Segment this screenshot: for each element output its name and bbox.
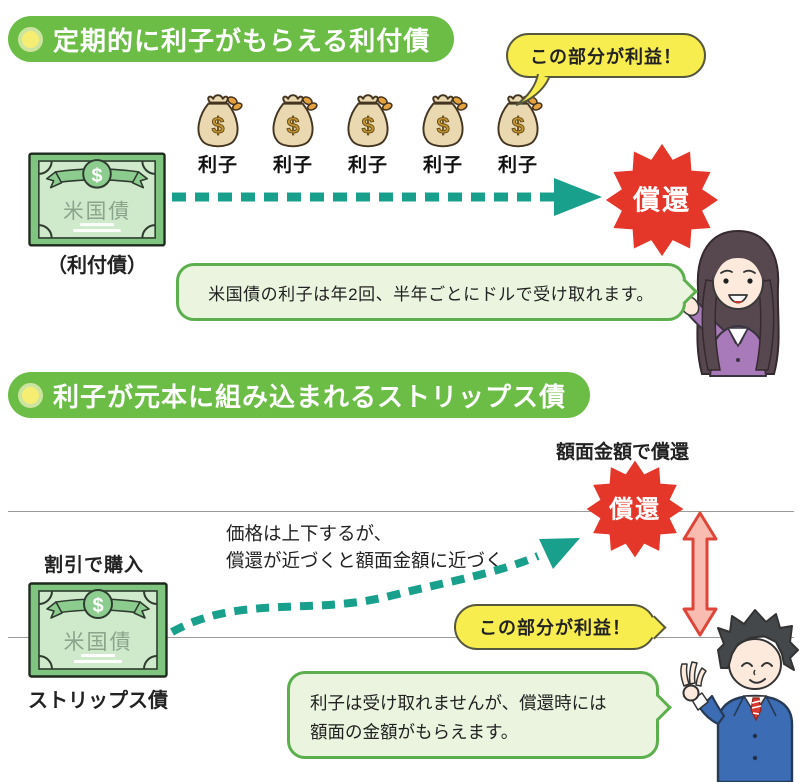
note1-caption: （利付債）: [47, 255, 147, 277]
speech-bubble-coupon-text: 米国債の利子は年2回、半年ごとにドルで受け取れます。: [208, 284, 654, 304]
dollar-symbol: $: [212, 113, 225, 139]
price-note: 価格は上下するが、 償還が近づくと額面金額に近づく: [226, 520, 504, 574]
purchase-label: 割引で購入: [44, 555, 145, 576]
note-title: 米国債: [63, 200, 131, 223]
money-bag-2: $ 利子: [266, 90, 320, 177]
money-bag-icon: $: [497, 94, 543, 148]
profit-bubble-2-text: この部分が利益！: [479, 618, 631, 638]
dollar-symbol: $: [287, 113, 300, 139]
speech-bubble-strips-line1: 利子は受け取れませんが、償還時には: [310, 693, 607, 713]
profit-bubble-2: この部分が利益！: [454, 604, 656, 650]
redemption-text: 償還: [632, 186, 691, 216]
redemption-text: 償還: [608, 495, 661, 523]
dollar-symbol: $: [92, 165, 103, 187]
dollar-symbol: $: [362, 113, 375, 139]
money-bag-icon: $: [197, 94, 243, 148]
redemption-badge: 償還: [605, 143, 719, 257]
profit-bubble-1: この部分が利益！: [506, 33, 706, 78]
bubble-tail-icon: [515, 73, 550, 106]
note2-caption: ストリップス債: [28, 690, 168, 712]
section1-header: 定期的に利子がもらえる利付債: [8, 16, 455, 62]
section2-header: 利子が元本に組み込まれるストリップス債: [8, 372, 591, 418]
par-value-line-bottom: [8, 637, 794, 638]
interest-label: 利子: [497, 155, 538, 176]
woman-illustration: [680, 229, 780, 377]
speech-bubble-strips-line2: 額面の金額がもらえます。: [310, 722, 519, 742]
dollar-symbol: $: [92, 595, 103, 617]
curved-dashed-arrow-icon: [170, 538, 580, 636]
price-note-line2: 償還が近づくと額面金額に近づく: [226, 550, 504, 571]
profit-bubble-1-text: この部分が利益！: [530, 46, 682, 67]
section2-title: 利子が元本に組み込まれるストリップス債: [53, 381, 567, 412]
interest-label: 利子: [197, 155, 238, 176]
interest-label: 利子: [272, 155, 313, 176]
par-value-line-top: [8, 511, 794, 512]
note-title: 米国債: [64, 631, 133, 654]
money-bag-icon: $: [422, 94, 468, 148]
money-bag-5: $ 利子: [491, 90, 545, 177]
money-bag-1: $ 利子: [191, 90, 245, 177]
maturity-label: 額面金額で償還: [556, 442, 690, 463]
price-note-line1: 価格は上下するが、: [226, 523, 393, 544]
money-bag-4: $ 利子: [416, 90, 470, 177]
header-bullet-icon: [18, 382, 43, 408]
banknote-icon: $ 米国債: [28, 582, 168, 678]
header-bullet-icon: [18, 26, 43, 52]
bond-note-strips: $ 米国債: [28, 582, 168, 678]
redemption-badge: 償還: [586, 460, 684, 558]
dashed-arrow-icon: [172, 178, 602, 216]
man-illustration: [680, 609, 799, 782]
dollar-symbol: $: [512, 113, 525, 139]
money-bag-icon: $: [347, 94, 393, 148]
interest-label: 利子: [422, 155, 463, 176]
profit-range-arrow-icon: [682, 511, 718, 637]
bond-note-coupon: $ 米国債: [28, 152, 166, 247]
interest-label: 利子: [347, 155, 388, 176]
money-bag-3: $ 利子: [341, 90, 395, 177]
speech-bubble-coupon: 米国債の利子は年2回、半年ごとにドルで受け取れます。: [176, 263, 686, 321]
money-bag-icon: $: [272, 94, 318, 148]
speech-bubble-strips: 利子は受け取れませんが、償還時には 額面の金額がもらえます。: [287, 671, 659, 759]
dollar-symbol: $: [437, 113, 450, 139]
section1-title: 定期的に利子がもらえる利付債: [53, 25, 431, 56]
banknote-icon: $ 米国債: [28, 152, 166, 247]
